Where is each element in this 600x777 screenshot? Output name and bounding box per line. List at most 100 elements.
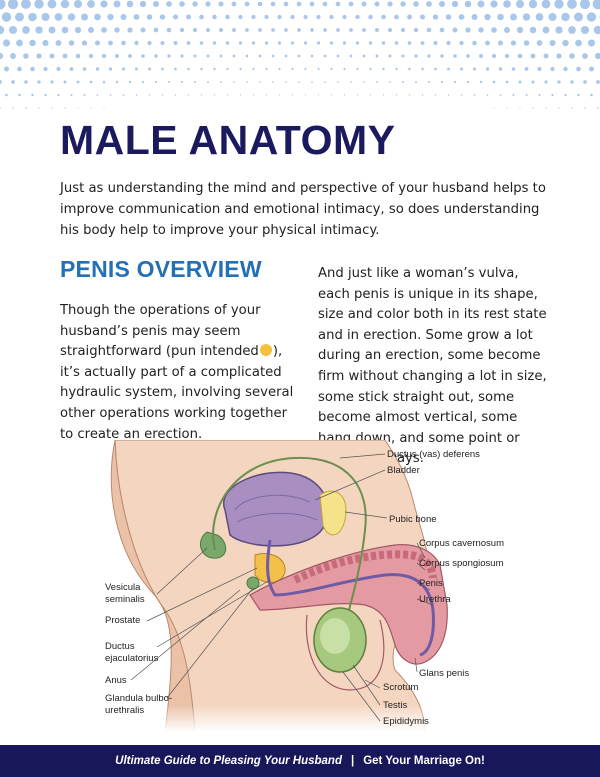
decor-dot bbox=[350, 81, 352, 83]
intro-paragraph: Just as understanding the mind and persp… bbox=[60, 181, 546, 238]
decor-dot bbox=[362, 28, 366, 32]
decor-dot bbox=[337, 81, 339, 83]
decor-dot bbox=[16, 39, 23, 47]
decor-dot bbox=[542, 26, 550, 34]
decor-dot bbox=[297, 54, 301, 58]
decor-dot bbox=[440, 80, 444, 84]
decor-dot bbox=[511, 67, 516, 71]
decor-dot bbox=[108, 40, 113, 46]
smiley-emoji-icon bbox=[259, 344, 272, 357]
decor-dot bbox=[421, 94, 424, 96]
decor-dot bbox=[296, 1, 302, 7]
decor-dot bbox=[427, 80, 431, 84]
decor-dot bbox=[109, 94, 112, 96]
decor-dot bbox=[394, 41, 399, 45]
decor-dot bbox=[218, 1, 224, 7]
decor-dot bbox=[342, 41, 347, 45]
decor-dot bbox=[231, 1, 237, 7]
decor-dot bbox=[272, 81, 274, 83]
decor-dot bbox=[304, 94, 307, 96]
decor-dot bbox=[543, 53, 549, 59]
label-vesicula-line1: Vesicula bbox=[105, 582, 141, 593]
decor-dot bbox=[536, 40, 543, 46]
decor-dot bbox=[270, 1, 276, 7]
decor-dot bbox=[519, 107, 521, 109]
decor-dot bbox=[348, 1, 354, 7]
decor-dot bbox=[407, 14, 412, 20]
pubic-bone-shape bbox=[319, 490, 347, 536]
decor-dot bbox=[432, 14, 439, 20]
decor-dot bbox=[0, 0, 6, 10]
decor-dot bbox=[161, 94, 164, 96]
decor-dot bbox=[245, 54, 249, 58]
label-ductus-deferens: Ductus (vas) deferens bbox=[387, 449, 480, 460]
decor-dot bbox=[205, 1, 211, 7]
decor-dot bbox=[361, 1, 367, 7]
decor-dot bbox=[311, 81, 313, 83]
decor-dot bbox=[121, 67, 126, 71]
decor-dot bbox=[387, 1, 393, 7]
decor-dot bbox=[246, 81, 248, 83]
decor-dot bbox=[597, 107, 599, 109]
decor-dot bbox=[12, 107, 14, 109]
decor-dot bbox=[316, 14, 321, 20]
footer-bar: Ultimate Guide to Pleasing Your Husband|… bbox=[0, 745, 600, 777]
decor-dot bbox=[251, 14, 256, 20]
decor-dot bbox=[335, 1, 341, 7]
decor-dot bbox=[70, 93, 73, 97]
decor-dot bbox=[90, 107, 92, 109]
decor-dot bbox=[115, 80, 119, 84]
decor-dot bbox=[7, 0, 19, 10]
decor-dot bbox=[11, 80, 15, 84]
decor-dot bbox=[102, 80, 106, 84]
decor-dot bbox=[330, 67, 333, 71]
decor-dot bbox=[62, 53, 68, 59]
decor-dot bbox=[472, 67, 477, 71]
decor-dot bbox=[439, 27, 445, 33]
decor-dot bbox=[257, 1, 263, 7]
footer-separator: | bbox=[350, 755, 355, 767]
decor-dot bbox=[485, 40, 490, 46]
decor-dot bbox=[113, 0, 121, 8]
decor-dot bbox=[114, 27, 120, 33]
decor-dot bbox=[427, 54, 431, 58]
decor-dot bbox=[317, 94, 320, 96]
decor-dot bbox=[557, 80, 561, 84]
decor-dot bbox=[81, 40, 88, 46]
decor-dot bbox=[574, 12, 583, 22]
label-corpus-cavernosum: Corpus cavernosum bbox=[419, 538, 504, 549]
decor-dot bbox=[212, 14, 217, 20]
decor-dot bbox=[284, 54, 288, 58]
decor-dot bbox=[28, 12, 37, 22]
decor-dot bbox=[154, 80, 158, 84]
decor-dot bbox=[139, 0, 147, 8]
decor-dot bbox=[107, 13, 114, 21]
decor-dot bbox=[382, 94, 385, 96]
decor-dot bbox=[343, 94, 346, 96]
decor-dot bbox=[369, 67, 372, 71]
decor-dot bbox=[580, 25, 590, 35]
decor-dot bbox=[172, 14, 179, 20]
decor-dot bbox=[478, 27, 484, 33]
decor-dot bbox=[245, 28, 249, 32]
decor-dot bbox=[375, 54, 379, 58]
decor-dot bbox=[77, 107, 79, 109]
decor-dot bbox=[336, 54, 340, 58]
decor-dot bbox=[504, 53, 510, 59]
decor-dot bbox=[94, 13, 101, 21]
decor-dot bbox=[485, 67, 490, 71]
decor-dot bbox=[167, 54, 171, 58]
label-vesicula-line2: seminalis bbox=[105, 594, 145, 605]
decor-dot bbox=[434, 67, 437, 71]
decor-dot bbox=[56, 67, 61, 71]
decor-dot bbox=[506, 107, 508, 109]
decor-dot bbox=[407, 41, 412, 45]
decor-dot bbox=[120, 13, 127, 21]
decor-dot bbox=[589, 66, 594, 72]
decor-dot bbox=[194, 81, 196, 83]
decor-dot bbox=[498, 67, 503, 71]
decor-dot bbox=[238, 41, 243, 45]
decor-dot bbox=[419, 14, 426, 20]
decor-dot bbox=[61, 26, 69, 34]
decor-dot bbox=[355, 41, 360, 45]
